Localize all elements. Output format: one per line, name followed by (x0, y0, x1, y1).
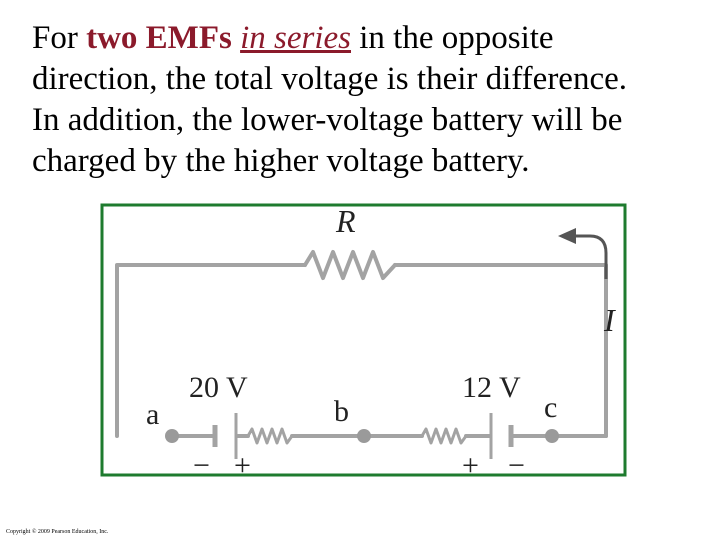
slide-text: For two EMFs in series in the opposite d… (32, 18, 702, 182)
battery-20v (212, 413, 238, 459)
text-fragment: For (32, 20, 87, 56)
current-label: I (603, 302, 616, 338)
battery2-label: 12 V (462, 371, 521, 404)
internal-resistor-1 (246, 427, 294, 445)
current-arrowhead-icon (558, 228, 576, 244)
resistor-zigzag (303, 250, 397, 280)
node-b-label: b (334, 395, 349, 428)
text-fragment (232, 20, 240, 56)
node-c-label: c (544, 391, 557, 424)
text-line-4: charged by the higher voltage battery. (32, 143, 530, 179)
circuit-wires (115, 250, 608, 445)
node-a-label: a (146, 398, 159, 431)
battery1-minus-sign: − (193, 449, 210, 477)
resistor-label: R (335, 203, 356, 239)
emphasis-in-series: in series (240, 20, 351, 56)
text-line-1: For two EMFs in series in the opposite (32, 18, 702, 59)
copyright-footer: Copyright © 2009 Pearson Education, Inc. (6, 529, 109, 535)
current-arrow (572, 234, 608, 279)
battery1-plus-sign: + (234, 449, 251, 477)
text-line-2: direction, the total voltage is their di… (32, 61, 627, 97)
top-wire-right (393, 263, 608, 438)
emphasis-two-emfs: two EMFs (86, 20, 232, 56)
top-wire-left (115, 263, 307, 438)
battery2-plus-sign: + (462, 449, 479, 477)
circuit-diagram: R I 20 V 12 V a b c − + + − (100, 203, 627, 477)
battery-12v (489, 413, 514, 459)
battery1-label: 20 V (189, 371, 248, 404)
node-a-dot (165, 429, 179, 443)
node-c-dot (545, 429, 559, 443)
text-fragment: in the opposite (351, 20, 554, 56)
text-line-3: In addition, the lower-voltage battery w… (32, 102, 623, 138)
node-b-dot (357, 429, 371, 443)
diagram-frame (100, 203, 627, 477)
battery2-minus-sign: − (508, 449, 525, 477)
internal-resistor-2 (420, 427, 468, 445)
